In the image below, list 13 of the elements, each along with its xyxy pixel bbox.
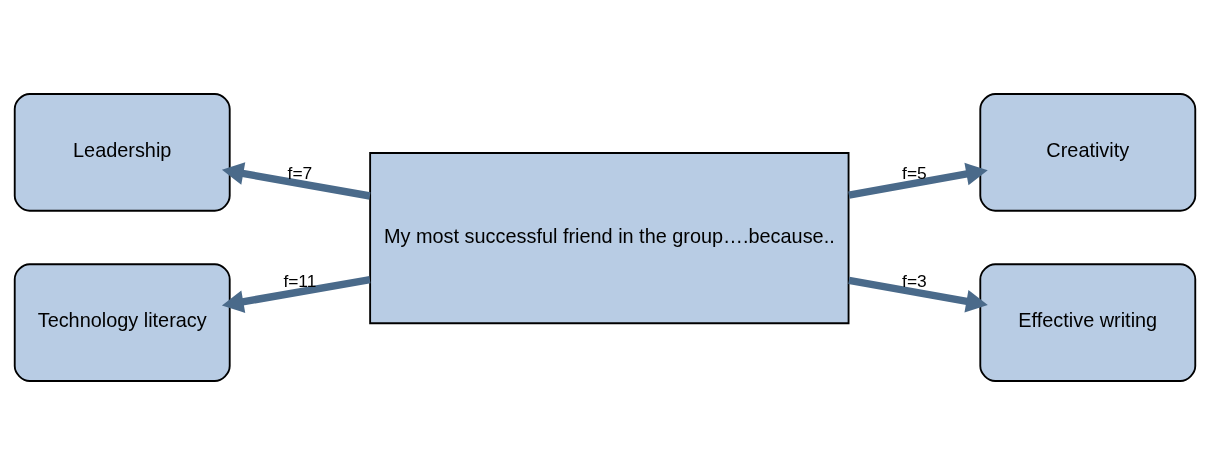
arrow [848,162,988,199]
arrow [848,276,988,313]
edge-label: f=3 [902,270,927,291]
node-box: Technology literacy [13,263,231,382]
edge-label: f=11 [283,270,317,291]
node-box: Effective writing [979,263,1197,382]
node-box: Creativity [979,93,1197,212]
arrow [221,275,371,313]
node-box: My most successful friend in the group….because.. [369,152,850,325]
arrow [221,162,371,200]
node-box: Leadership [13,93,231,212]
edge-label: f=5 [902,162,927,183]
edge-label: f=7 [287,162,313,183]
